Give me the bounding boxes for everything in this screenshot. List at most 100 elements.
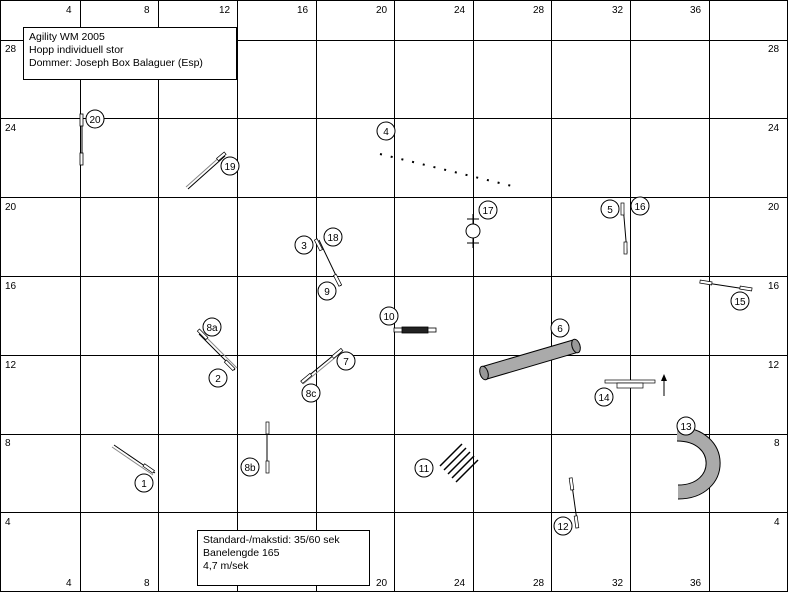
x-label-8-top: 8 [144, 5, 150, 16]
course-speed: 4,7 m/sek [203, 560, 249, 572]
y-label-12-left: 12 [5, 360, 17, 371]
obstacle-5-16-jump [620, 202, 628, 255]
number-10: 10 [379, 306, 399, 326]
y-labels-left: 28 24 20 16 12 8 4 [5, 44, 17, 528]
course-title: Agility WM 2005 [29, 31, 105, 43]
svg-text:8c: 8c [306, 389, 317, 400]
svg-text:15: 15 [734, 297, 746, 308]
number-2: 2 [208, 368, 228, 388]
course-length: Banelengde 165 [203, 547, 280, 559]
x-label-4-top: 4 [66, 5, 72, 16]
course-stats-box: Standard-/makstid: 35/60 sek Banelengde … [197, 530, 370, 586]
number-18: 18 [323, 227, 343, 247]
y-label-4-right: 4 [774, 517, 780, 528]
number-1: 1 [134, 473, 154, 493]
obstacle-12-jump [568, 477, 580, 529]
number-7: 7 [336, 351, 356, 371]
y-label-24-left: 24 [5, 123, 17, 134]
number-12: 12 [553, 516, 573, 536]
svg-text:7: 7 [343, 357, 349, 368]
x-labels-bottom: 4 8 12 16 20 24 28 32 36 [66, 578, 702, 589]
svg-text:6: 6 [557, 324, 563, 335]
y-label-16-left: 16 [5, 281, 17, 292]
obstacle-6-tunnel [479, 338, 581, 381]
number-8b: 8b [240, 457, 260, 477]
x-label-32-bottom: 32 [612, 578, 624, 589]
course-judge: Dommer: Joseph Box Balaguer (Esp) [29, 57, 203, 69]
svg-text:5: 5 [607, 205, 613, 216]
x-label-24-top: 24 [454, 5, 466, 16]
x-label-28-top: 28 [533, 5, 545, 16]
x-label-24-bottom: 24 [454, 578, 466, 589]
number-5: 5 [600, 199, 620, 219]
y-label-8-left: 8 [5, 438, 11, 449]
number-8a: 8a [202, 317, 222, 337]
svg-text:11: 11 [419, 464, 430, 475]
course-class: Hopp individuell stor [29, 44, 124, 56]
svg-text:10: 10 [383, 312, 395, 323]
obstacle-20-jump [79, 113, 84, 166]
number-14: 14 [594, 387, 614, 407]
y-label-8-right: 8 [774, 438, 780, 449]
obstacle-8a-2-jump [196, 328, 238, 372]
obstacle-4-line [379, 153, 513, 187]
svg-text:9: 9 [324, 287, 330, 298]
number-6: 6 [550, 318, 570, 338]
x-label-20-bottom: 20 [376, 578, 388, 589]
number-15: 15 [730, 291, 750, 311]
y-label-20-left: 20 [5, 202, 17, 213]
number-4: 4 [376, 121, 396, 141]
svg-text:1: 1 [141, 479, 147, 490]
y-label-28-left: 28 [5, 44, 17, 55]
number-8c: 8c [301, 383, 321, 403]
obstacle-8b-jump [265, 421, 270, 474]
course-time-limit: Standard-/makstid: 35/60 sek [203, 534, 340, 546]
y-label-16-right: 16 [768, 281, 780, 292]
svg-text:2: 2 [215, 374, 221, 385]
number-11: 11 [414, 458, 434, 478]
svg-text:3: 3 [301, 241, 307, 252]
x-label-8-bottom: 8 [144, 578, 150, 589]
obstacle-11-weave [439, 443, 479, 483]
svg-text:18: 18 [327, 233, 339, 244]
obstacle-1-jump [111, 444, 156, 476]
svg-text:14: 14 [598, 393, 610, 404]
svg-text:13: 13 [680, 422, 692, 433]
x-label-20-top: 20 [376, 5, 388, 16]
number-13: 13 [676, 416, 696, 436]
obstacle-7-8c-jump [300, 347, 344, 385]
obstacle-13-curved-tunnel [676, 426, 721, 500]
svg-text:4: 4 [383, 127, 389, 138]
number-19: 19 [220, 156, 240, 176]
obstacle-19-jump [185, 151, 227, 190]
obstacle-17-tire [465, 214, 481, 248]
y-label-12-right: 12 [768, 360, 780, 371]
x-label-4-bottom: 4 [66, 578, 72, 589]
svg-text:17: 17 [482, 206, 494, 217]
svg-text:8a: 8a [206, 323, 218, 334]
y-label-20-right: 20 [768, 202, 780, 213]
x-label-36-bottom: 36 [690, 578, 702, 589]
x-label-32-top: 32 [612, 5, 624, 16]
svg-text:20: 20 [89, 115, 101, 126]
obstacle-10-wall [393, 326, 437, 334]
x-labels-top: 4 8 12 16 20 24 28 32 36 [66, 5, 702, 16]
x-label-16-top: 16 [297, 5, 309, 16]
obstacle-numbers: 20 4 19 17 5 16 3 18 9 15 10 8a 6 7 2 8c… [85, 109, 750, 536]
svg-text:19: 19 [224, 162, 236, 173]
number-9: 9 [317, 281, 337, 301]
obstacle-15-jump [699, 279, 753, 292]
obstacle-14-long-jump [604, 374, 667, 396]
number-16: 16 [630, 196, 650, 216]
number-17: 17 [478, 200, 498, 220]
svg-text:8b: 8b [244, 463, 256, 474]
number-3: 3 [294, 235, 314, 255]
svg-text:16: 16 [634, 202, 646, 213]
y-labels-right: 28 24 20 16 12 8 4 [768, 44, 780, 528]
x-label-12-top: 12 [219, 5, 231, 16]
x-label-36-top: 36 [690, 5, 702, 16]
y-label-24-right: 24 [768, 123, 780, 134]
y-label-4-left: 4 [5, 517, 11, 528]
